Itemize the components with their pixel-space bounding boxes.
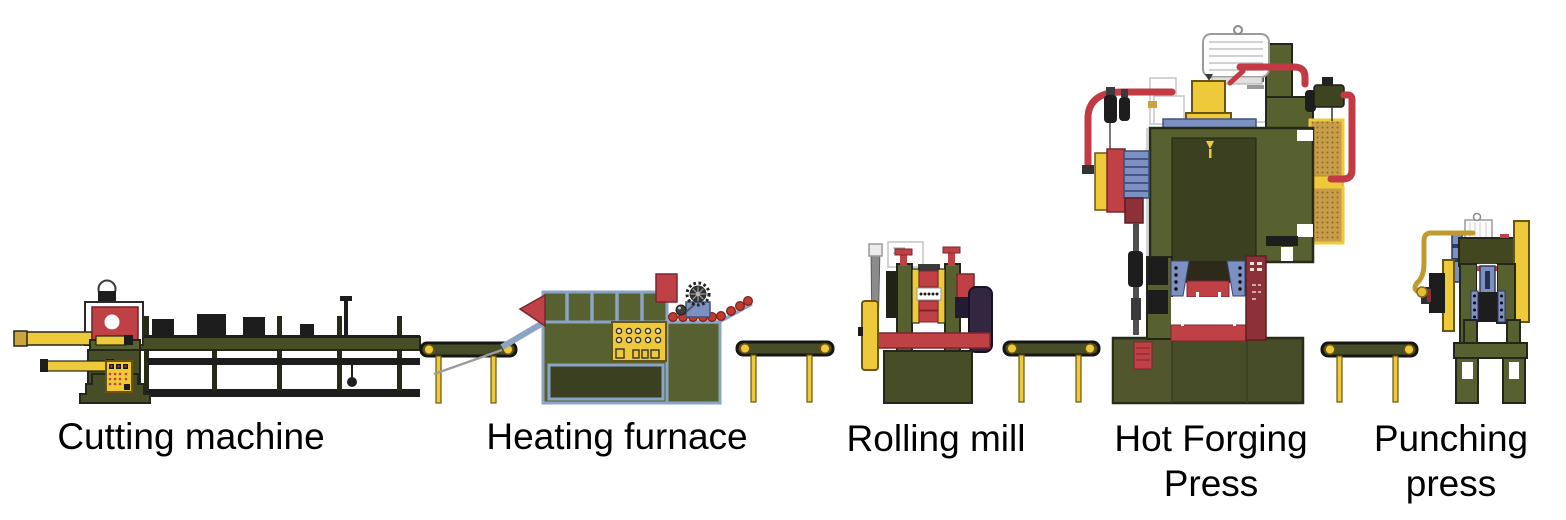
- punch-head: [1458, 237, 1516, 267]
- mill-base: [883, 350, 973, 404]
- furnace-nose: [518, 293, 546, 328]
- cutting-control-panel: [105, 360, 133, 393]
- furnace-chimney: [655, 273, 678, 303]
- machine-label-cutting-machine: Cutting machine: [41, 414, 341, 459]
- drive-wheel: [675, 281, 711, 318]
- conveyor-4: [1320, 341, 1419, 403]
- punch-head-mark: [1500, 234, 1509, 238]
- cutting-machine-figure: [13, 279, 421, 404]
- press-body: [1148, 126, 1315, 264]
- furnace-control-panel: [611, 321, 667, 362]
- clutch-assembly: [1094, 148, 1150, 335]
- label-line: Cutting machine: [57, 416, 325, 457]
- conveyor-2: [735, 340, 835, 403]
- hot-forging-press-figure: [1082, 25, 1356, 405]
- label-line: Rolling mill: [846, 418, 1026, 459]
- punch-stand: [1453, 319, 1528, 404]
- air-line-left: [1082, 87, 1176, 174]
- air-line-right-drop: [1327, 91, 1356, 183]
- label-line: Hot Forging: [1114, 418, 1308, 459]
- die-set: [1170, 260, 1247, 342]
- cutting-table: [95, 296, 421, 397]
- lubricator-pipe: [1412, 230, 1476, 298]
- roll-stack: [911, 264, 946, 324]
- heating-furnace-figure: [518, 273, 753, 405]
- press-side-panel: [1245, 255, 1267, 341]
- guide-block-upper: [1148, 257, 1168, 285]
- conveyor-3: [1002, 340, 1101, 403]
- cutting-head: [13, 279, 151, 404]
- label-line: Press: [1163, 463, 1259, 504]
- flywheel-guard: [1513, 220, 1530, 323]
- punch-die-area: [1470, 264, 1506, 323]
- press-base: [1111, 336, 1305, 405]
- machine-label-rolling-mill: Rolling mill: [786, 416, 1086, 461]
- label-line: press: [1405, 463, 1497, 504]
- mill-side-slab: [886, 271, 898, 318]
- punching-press-figure: [1412, 212, 1530, 404]
- mill-side-plate: [858, 300, 879, 371]
- label-line: Heating furnace: [486, 416, 748, 457]
- conveyor-1: [419, 341, 518, 404]
- machine-label-heating-furnace: Heating furnace: [467, 414, 767, 459]
- guide-block-lower: [1148, 290, 1168, 314]
- machine-label-hot-forging-press: Hot Forging Press: [1061, 416, 1361, 506]
- air-line-right: [1227, 63, 1345, 112]
- label-line: Punching: [1373, 418, 1529, 459]
- machine-label-punching-press: Punching press: [1301, 416, 1566, 506]
- press-cylinder: [1185, 74, 1232, 125]
- mill-beam: [875, 332, 991, 349]
- rolling-mill-figure: [858, 241, 993, 404]
